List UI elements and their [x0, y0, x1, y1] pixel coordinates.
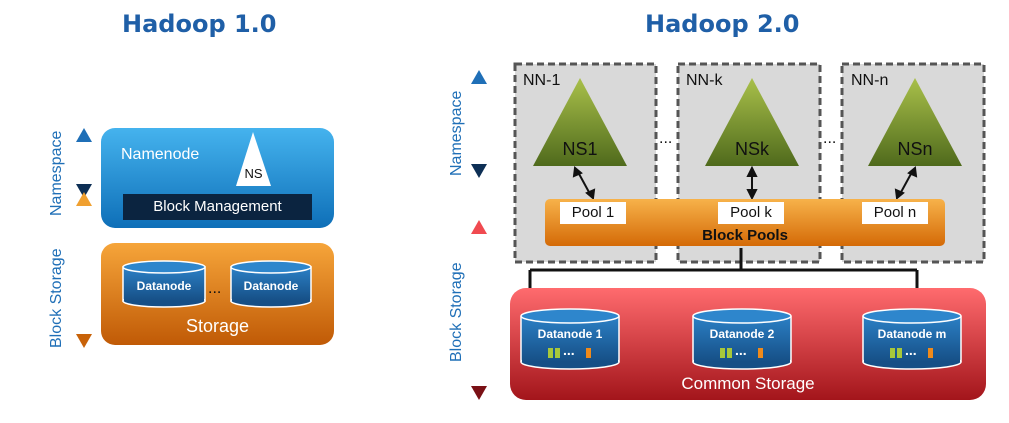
h1-namenode-label: Namenode: [121, 146, 200, 163]
pool-1-box: Pool 1: [560, 202, 626, 224]
h2-datanode-2-dots: ...: [735, 342, 747, 358]
nsn-label: NSn: [897, 139, 933, 159]
nn-ellipsis-2: ...: [823, 130, 837, 147]
h1-datanode-cylinder-2: [230, 260, 312, 308]
nsn-pool-arrow: [894, 166, 918, 200]
nsk-pool-arrow: [746, 165, 758, 201]
ns1-triangle: [533, 78, 627, 166]
h2-datanode-cylinder-1: [520, 308, 620, 370]
h2-datanode-cylinder-2: [692, 308, 792, 370]
h2-namespace-label: Namespace: [448, 90, 465, 176]
h2-block-storage-arrow: [471, 220, 487, 400]
h1-datanode-cylinder-1: [122, 260, 206, 308]
pool-n-box: Pool n: [862, 202, 928, 224]
nsk-triangle: [705, 78, 799, 166]
h1-namespace-arrow: [76, 128, 92, 198]
h1-datanode-ellipsis: ...: [208, 280, 222, 297]
nsk-label: NSk: [734, 139, 769, 159]
h1-block-management-bar: [123, 194, 312, 220]
h1-block-management-label: Block Management: [153, 198, 282, 215]
h1-block-storage-arrow: [76, 192, 92, 348]
h2-block-storage-label: Block Storage: [448, 262, 465, 362]
h2-datanode-1-dots: ...: [563, 342, 575, 358]
h2-datanode-cylinder-m: [862, 308, 962, 370]
nn-k-label: NN-k: [686, 72, 723, 89]
ns1-label: NS1: [562, 139, 598, 159]
h1-ns-triangle: [236, 132, 271, 186]
h1-datanode-label-1: Datanode: [136, 279, 192, 293]
hadoop1-title: Hadoop 1.0: [122, 10, 277, 38]
nsn-triangle: [868, 78, 962, 166]
nn-n-label: NN-n: [851, 72, 889, 89]
h2-datanode-label-2: Datanode 2: [709, 327, 775, 341]
pool-connector-lines: [528, 248, 919, 290]
h2-datanode-m-dots: ...: [905, 342, 917, 358]
h1-storage-label: Storage: [185, 316, 250, 336]
h2-namespace-arrow: [471, 70, 487, 178]
common-storage-label: Common Storage: [681, 374, 815, 393]
h1-ns-label: NS: [244, 166, 263, 181]
h2-datanode-label-m: Datanode m: [877, 327, 947, 341]
pool-k-box: Pool k: [718, 202, 784, 224]
block-pools-label: Block Pools: [702, 227, 788, 244]
h2-datanode-label-1: Datanode 1: [537, 327, 603, 341]
h1-block-storage-label: Block Storage: [48, 248, 65, 348]
h1-datanode-label-2: Datanode: [243, 279, 299, 293]
nn-1-label: NN-1: [523, 72, 561, 89]
ns1-pool-arrow: [572, 166, 596, 200]
nn-ellipsis-1: ...: [659, 130, 673, 147]
hadoop2-title: Hadoop 2.0: [645, 10, 800, 38]
h1-namespace-label: Namespace: [48, 130, 65, 216]
